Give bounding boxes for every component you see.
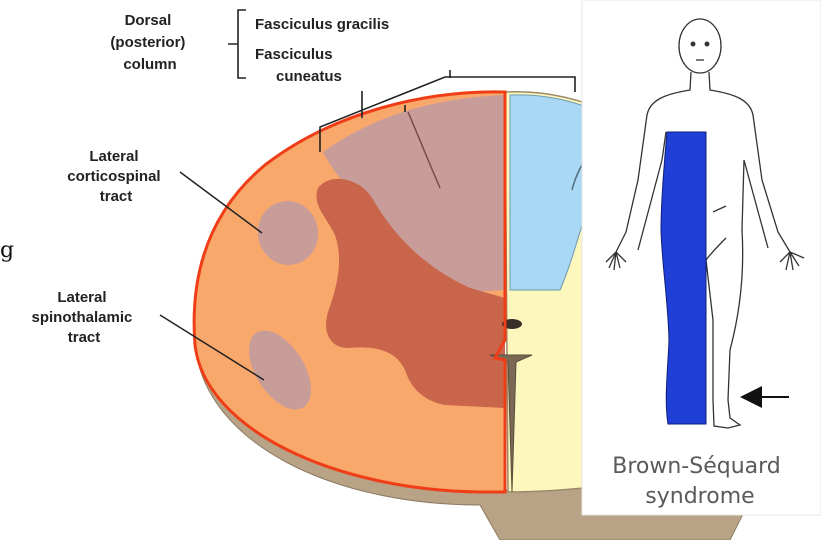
brown-sequard-inset: Brown-Séquard syndrome (582, 0, 821, 515)
dorsal-column-label: Dorsal (posterior) column (110, 12, 189, 73)
edge-text-fragment: g (0, 238, 14, 263)
fasciculus-cuneatus-label: Fasciculus cuneatus (255, 46, 342, 85)
fasciculus-gracilis-label: Fasciculus gracilis (255, 16, 389, 33)
affected-region-blue (661, 132, 706, 424)
dorsal-label-brace (228, 10, 246, 78)
lateral-spinothalamic-label: Lateral spinothalamic tract (31, 289, 136, 346)
lateral-corticospinal-label: Lateral corticospinal tract (67, 148, 165, 205)
